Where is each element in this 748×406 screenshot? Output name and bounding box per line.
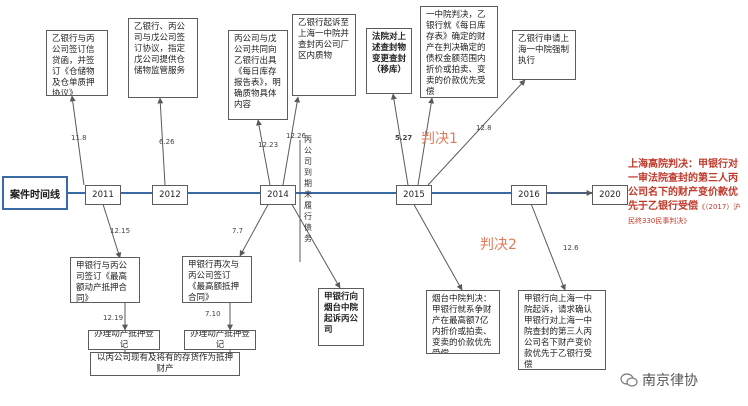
event-box-registration-1: 办理动产抵押登记 xyxy=(88,330,160,350)
event-box-2016-lawsuit: 甲银行向上海一中院起诉，请求确认甲银行对上海一中院查封的第三人丙公司名下财产变价… xyxy=(518,290,606,370)
date-label-12-6: 12.6 xyxy=(563,244,579,252)
event-box-collateral: 以丙公司现有及将有的存货作为抵押财产 xyxy=(90,352,240,376)
judgment-1-label: 判决1 xyxy=(421,131,458,147)
connector-2015-top-a xyxy=(390,93,409,186)
wechat-icon xyxy=(620,373,638,387)
event-box-2011-credit: 乙银行与丙公司签订信贷函，并签订《仓储物及仓单质押协议》 xyxy=(46,30,108,96)
event-box-2015-judgment: 一中院判决，乙银行就《每日库存表》确定的财产在判决确定的债权金额范围内折价或拍卖… xyxy=(420,6,498,98)
event-box-yantai-lawsuit: 甲银行向烟台中院起诉丙公司 xyxy=(318,288,364,346)
connector-2011-top xyxy=(69,95,85,186)
high-court-judgment: 上海高院判决：甲银行对一审法院查封的第三人丙公司名下的财产变价款优先于乙银行受偿… xyxy=(628,158,743,228)
event-box-2012-agreement: 乙银行、丙公司与戊公司签订协议，指定戊公司提供仓储物监管服务 xyxy=(128,18,198,98)
connector-2014-bottom-a xyxy=(239,200,271,257)
connector-2015-top-c xyxy=(427,79,526,186)
connector-2014-top-b xyxy=(282,96,301,186)
connector-2016-bottom xyxy=(529,200,566,291)
case-timeline-title: 案件时间线 xyxy=(2,176,68,210)
connector-2014-bottom-b xyxy=(289,200,341,289)
date-label-12-15: 12.15 xyxy=(110,227,131,235)
date-label-5-27: 5.27 xyxy=(395,134,413,142)
event-box-2014-mortgage: 甲银行再次与丙公司签订《最高额抵押合同》 xyxy=(182,256,252,303)
year-node-2020: 2020 xyxy=(592,185,628,205)
year-node-2016: 2016 xyxy=(511,185,547,205)
event-box-2014-lawsuit: 乙银行起诉至上海一中院并查封丙公司厂区内质物 xyxy=(292,14,356,96)
date-label-6-26: 6.26 xyxy=(159,138,175,146)
high-court-ref: 《（2017）沪民终330民事判决》 xyxy=(628,203,741,225)
connector-2012-top xyxy=(157,97,166,186)
year-node-2011: 2011 xyxy=(85,185,121,205)
event-box-yantai-judgment: 烟台中院判决：甲银行就系争财产在最高额7亿内折价或拍卖、变卖的价款优先受偿 xyxy=(426,290,500,354)
connector-2011-bottom xyxy=(101,200,122,259)
date-label-7-10: 7.10 xyxy=(205,310,221,318)
year-node-2012: 2012 xyxy=(152,185,188,205)
connector-2015-bottom xyxy=(411,200,463,291)
date-label-12-8: 12.8 xyxy=(476,124,492,132)
event-box-registration-2: 办理动产抵押登记 xyxy=(184,330,256,350)
judgment-2-label: 判决2 xyxy=(480,237,517,253)
year-node-2014: 2014 xyxy=(260,185,296,205)
high-court-text: 上海高院判决：甲银行对一审法院查封的第三人丙公司名下的财产变价款优先于乙银行受偿 xyxy=(628,159,738,212)
event-box-2015-seizure: 法院对上述查封物变更查封（移库） xyxy=(366,28,412,94)
event-box-2011-mortgage: 甲银行与丙公司签订《最高额动产抵押合同》 xyxy=(70,257,140,303)
event-box-2014-report: 丙公司与戊公司共同向乙银行出具《每日库存报告表》，明确质物具体内容 xyxy=(228,30,288,120)
year-node-2015: 2015 xyxy=(396,185,432,205)
watermark: 南京律协 xyxy=(620,370,698,390)
event-box-2015-enforce: 乙银行申请上海一中院强制执行 xyxy=(512,30,576,80)
date-label-12-26: 12.26 xyxy=(286,132,307,140)
date-label-11-8: 11.8 xyxy=(71,134,87,142)
connector-2014-top-a xyxy=(256,119,271,186)
date-label-7-7: 7.7 xyxy=(232,227,244,235)
debt-default-note: 丙公司到期未履行债务 xyxy=(304,135,312,243)
connector-2015-top-b xyxy=(417,97,435,186)
date-label-12-23: 12.23 xyxy=(258,141,279,149)
watermark-text: 南京律协 xyxy=(642,373,698,389)
date-label-12-19: 12.19 xyxy=(103,314,124,322)
